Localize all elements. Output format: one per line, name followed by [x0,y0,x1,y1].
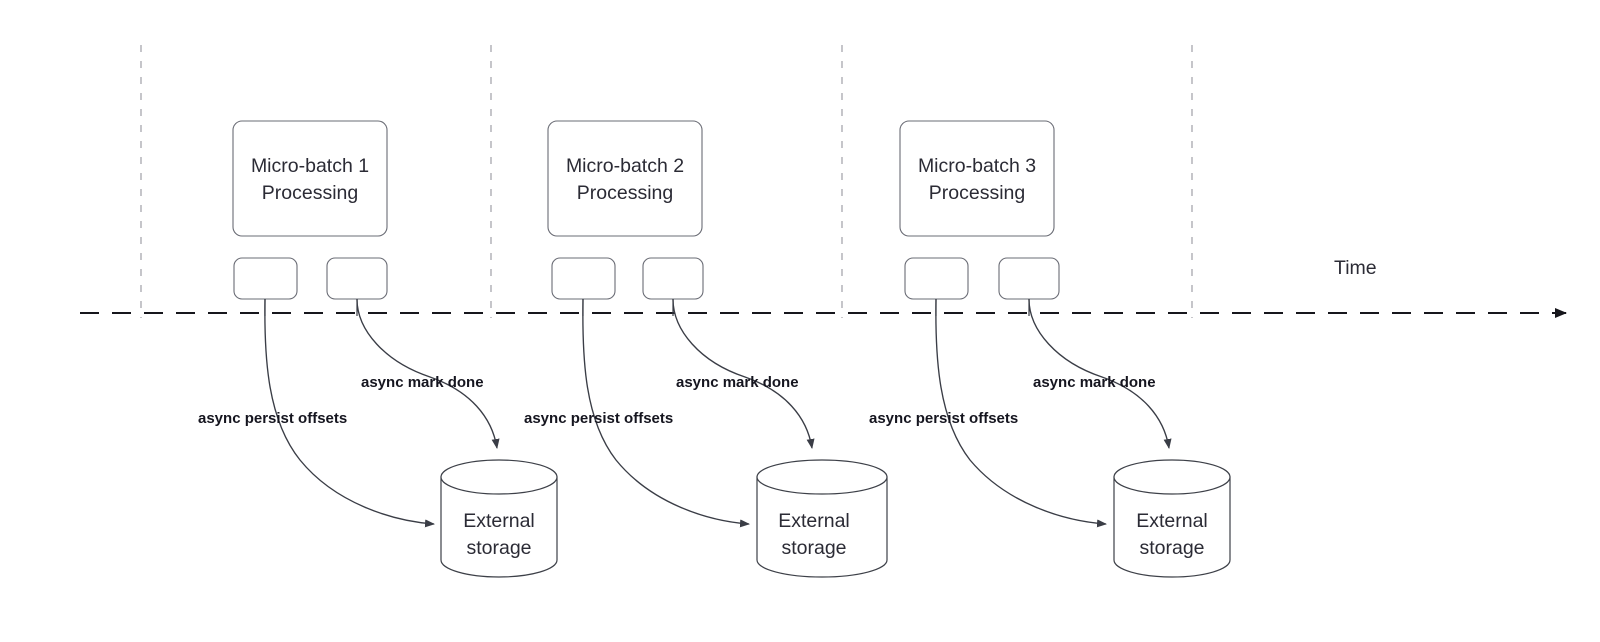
external-storage-2-label-line2: storage [781,537,846,559]
edge-persist-offsets-1 [264,298,435,528]
edge-mark-done-3 [1028,298,1172,449]
task-box-2a-rect[interactable] [551,257,616,300]
external-storage-1[interactable]: External storage [440,459,558,578]
process-box-1-label-line1: Micro-batch 1 [251,155,369,177]
batch-group-1: Micro-batch 1 Processing async persist o… [198,120,558,578]
edge-mark-done-2 [672,298,815,449]
process-box-2-rect[interactable] [547,120,703,237]
task-box-2b[interactable] [642,257,704,300]
process-box-3-label-line2: Processing [929,182,1025,204]
edge-persist-offsets-2 [582,298,750,528]
batch-group-3: Micro-batch 3 Processing async persist o… [869,120,1231,578]
task-box-3b[interactable] [998,257,1060,300]
task-box-1b[interactable] [326,257,388,300]
task-box-1b-rect[interactable] [326,257,388,300]
process-box-3-rect[interactable] [899,120,1055,237]
edge-label-persist-offsets-3: async persist offsets [869,410,1018,427]
external-storage-3-body[interactable] [1113,476,1231,578]
external-storage-3-label-line1: External [1136,510,1208,532]
process-box-3[interactable]: Micro-batch 3 Processing [899,120,1055,237]
external-storage-1-label-line2: storage [466,537,531,559]
external-storage-1-body[interactable] [440,476,558,578]
edge-label-persist-offsets-2: async persist offsets [524,410,673,427]
task-box-1a-rect[interactable] [233,257,298,300]
process-box-2-label-line1: Micro-batch 2 [566,155,684,177]
edge-label-mark-done-3: async mark done [1033,374,1156,391]
time-axis: Time [80,257,1567,318]
edge-label-mark-done-2: async mark done [676,374,799,391]
task-box-2a[interactable] [551,257,616,300]
process-box-3-label-line1: Micro-batch 3 [918,155,1036,177]
edge-label-mark-done-1: async mark done [361,374,484,391]
external-storage-1-top [440,459,558,495]
process-box-1-rect[interactable] [232,120,388,237]
edge-mark-done-1 [356,298,500,449]
external-storage-3[interactable]: External storage [1113,459,1231,578]
process-box-2[interactable]: Micro-batch 2 Processing [547,120,703,237]
task-box-2b-rect[interactable] [642,257,704,300]
time-axis-label: Time [1334,257,1377,279]
process-box-1[interactable]: Micro-batch 1 Processing [232,120,388,237]
batch-group-2: Micro-batch 2 Processing async persist o… [524,120,888,578]
external-storage-3-label-line2: storage [1139,537,1204,559]
edge-persist-offsets-3 [935,298,1107,528]
external-storage-2-top [756,459,888,495]
external-storage-2-label-line1: External [778,510,850,532]
edge-label-persist-offsets-1: async persist offsets [198,410,347,427]
task-box-3a[interactable] [904,257,969,300]
task-box-1a[interactable] [233,257,298,300]
external-storage-3-top [1113,459,1231,495]
process-box-2-label-line2: Processing [577,182,673,204]
external-storage-2-body[interactable] [756,476,888,578]
process-box-1-label-line2: Processing [262,182,358,204]
task-box-3b-rect[interactable] [998,257,1060,300]
timeline-ticks [140,45,1193,318]
task-box-3a-rect[interactable] [904,257,969,300]
external-storage-1-label-line1: External [463,510,535,532]
external-storage-2[interactable]: External storage [756,459,888,578]
